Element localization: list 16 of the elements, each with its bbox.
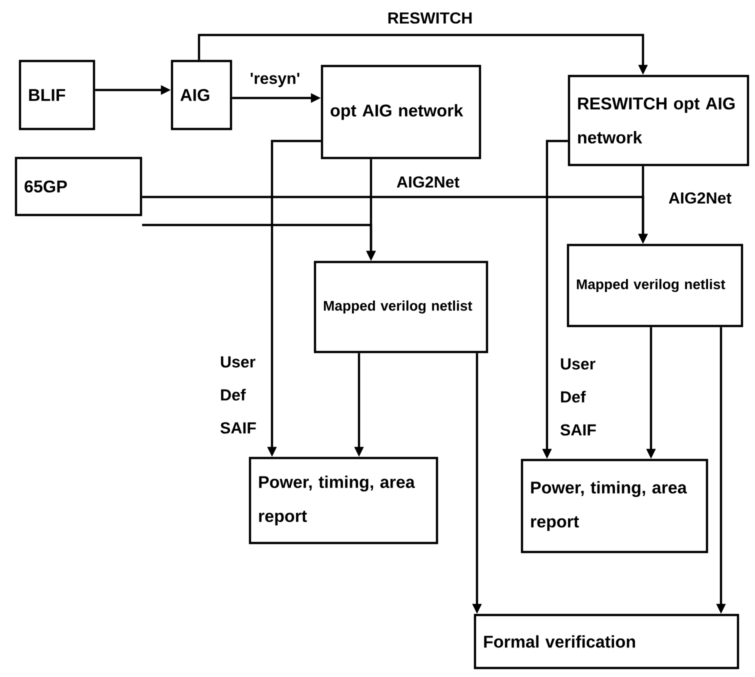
process-box: Formal verification [474, 614, 740, 670]
edge-label: AIG2Net [395, 175, 461, 189]
process-box: Mapped verilog netlist [566, 244, 744, 328]
edge-label: User Def SAIF [559, 357, 601, 437]
process-box: RESWITCH opt AIG network [568, 74, 750, 166]
process-box: BLIF [18, 60, 96, 130]
process-box: Power, timing, area report [520, 458, 708, 554]
process-box: 65GP [14, 156, 142, 216]
process-box: Power, timing, area report [248, 456, 438, 544]
process-box: Mapped verilog netlist [314, 260, 488, 354]
process-box: opt AIG network [320, 64, 482, 160]
process-box: AIG [170, 60, 232, 130]
edge-label: 'resyn' [248, 72, 302, 88]
edge-label: User Def SAIF [219, 355, 261, 435]
edge-label: RESWITCH [386, 11, 474, 25]
edge-label: AIG2Net [667, 191, 733, 205]
